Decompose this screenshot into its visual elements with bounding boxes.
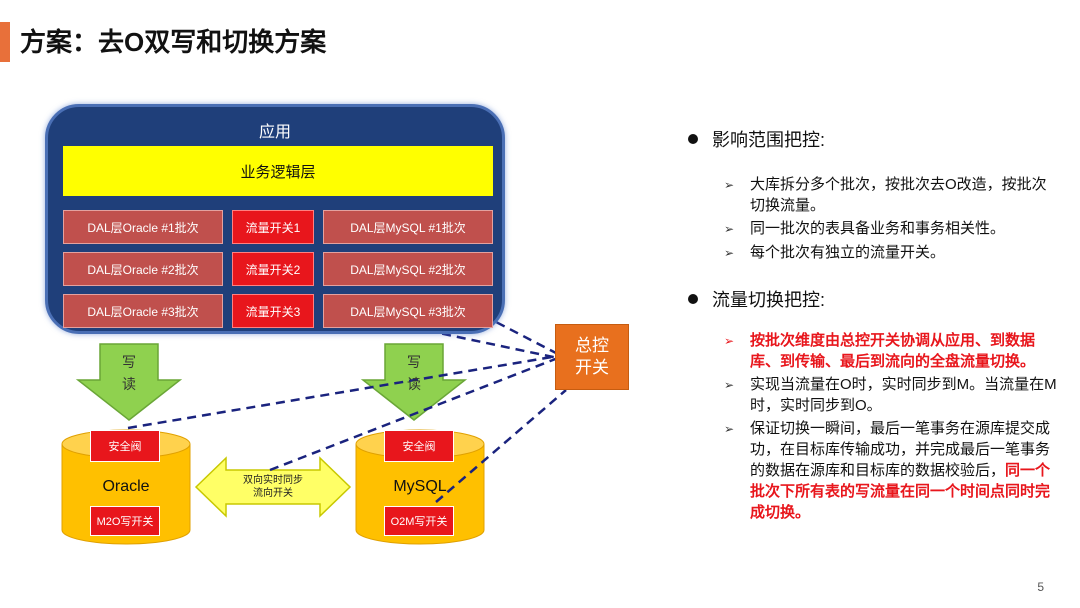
- dal-mysql-batch2: DAL层MySQL #2批次: [323, 252, 493, 286]
- control-line-sync: [269, 356, 559, 472]
- right-arrow-write-label: 写: [407, 354, 421, 370]
- bidirectional-sync-arrow: [194, 456, 352, 518]
- section2-heading: 流量切换把控:: [688, 286, 825, 312]
- dal-mysql-batch1: DAL层MySQL #1批次: [323, 210, 493, 244]
- section1-heading: 影响范围把控:: [688, 126, 825, 152]
- application-label: 应用: [258, 124, 291, 141]
- bullet-dot-icon: [688, 134, 698, 144]
- traffic-switch-2: 流量开关2: [232, 252, 314, 286]
- sync-label-line2: 流向开关: [253, 488, 293, 499]
- oracle-safety-valve: 安全阀: [90, 430, 160, 462]
- arrow-bullet-icon: ➢: [724, 222, 735, 236]
- list-item-text: 按批次维度由总控开关协调从应用、到数据库、到传输、最后到流向的全盘流量切换。: [750, 332, 1036, 370]
- title-accent-bar: [0, 22, 10, 62]
- list-item-text-emphasis: 同一个批次下所有表的写流量在同一个时间点同时完成切换。: [750, 462, 1051, 521]
- list-item: ➢ 每个批次有独立的流量开关。: [724, 242, 1060, 264]
- oracle-db-label: Oracle: [102, 478, 150, 495]
- list-item: ➢ 实现当流量在O时，实时同步到M。当流量在M时，实时同步到O。: [724, 374, 1060, 416]
- list-item-text: 同一批次的表具备业务和事务相关性。: [750, 220, 1006, 237]
- list-item-text: 保证切换一瞬间，最后一笔事务在源库提交成功，在目标库传输成功，并完成最后一笔事务…: [750, 418, 1060, 523]
- list-item: ➢ 按批次维度由总控开关协调从应用、到数据库、到传输、最后到流向的全盘流量切换。: [724, 330, 1060, 372]
- left-write-read-arrow: [75, 343, 183, 421]
- list-item-text: 实现当流量在O时，实时同步到M。当流量在M时，实时同步到O。: [750, 376, 1057, 414]
- list-item: ➢ 大库拆分多个批次，按批次去O改造，按批次切换流量。: [724, 174, 1060, 216]
- left-arrow-read-label: 读: [122, 376, 136, 392]
- dal-mysql-batch3: DAL层MySQL #3批次: [323, 294, 493, 328]
- bullet-dot-icon: [688, 294, 698, 304]
- list-item: ➢ 保证切换一瞬间，最后一笔事务在源库提交成功，在目标库传输成功，并完成最后一笔…: [724, 418, 1060, 523]
- dal-oracle-batch3: DAL层Oracle #3批次: [63, 294, 223, 328]
- right-arrow-read-label: 读: [407, 376, 421, 392]
- mysql-safety-valve: 安全阀: [384, 430, 454, 462]
- master-switch-line2: 开关: [575, 358, 609, 377]
- arrow-bullet-icon: ➢: [724, 246, 735, 260]
- traffic-switch-1: 流量开关1: [232, 210, 314, 244]
- section2-heading-text: 流量切换把控:: [712, 290, 826, 310]
- dal-oracle-batch2: DAL层Oracle #2批次: [63, 252, 223, 286]
- m2o-write-switch: M2O写开关: [90, 506, 160, 536]
- business-logic-layer: 业务逻辑层: [63, 146, 493, 196]
- master-switch-line1: 总控: [575, 336, 609, 355]
- page-number: 5: [1037, 580, 1044, 594]
- o2m-write-switch: O2M写开关: [384, 506, 454, 536]
- arrow-bullet-icon: ➢: [724, 334, 735, 348]
- list-item-text: 每个批次有独立的流量开关。: [750, 244, 946, 261]
- control-line-oracle: [127, 354, 559, 430]
- master-switch-box: 总控 开关: [555, 324, 629, 390]
- arrow-bullet-icon: ➢: [724, 422, 735, 436]
- list-item-text-plain: 保证切换一瞬间，最后一笔事务在源库提交成功，在目标库传输成功，并完成最后一笔事务…: [750, 420, 1051, 479]
- right-write-read-arrow: [360, 343, 468, 421]
- left-arrow-write-label: 写: [122, 354, 136, 370]
- mysql-db-label: MySQL: [393, 478, 447, 495]
- page-title: 方案：去O双写和切换方案: [20, 27, 327, 57]
- section1-list: ➢ 大库拆分多个批次，按批次去O改造，按批次切换流量。 ➢ 同一批次的表具备业务…: [724, 174, 1060, 266]
- list-item: ➢ 同一批次的表具备业务和事务相关性。: [724, 218, 1060, 240]
- section2-list: ➢ 按批次维度由总控开关协调从应用、到数据库、到传输、最后到流向的全盘流量切换。…: [724, 330, 1060, 525]
- traffic-switch-3: 流量开关3: [232, 294, 314, 328]
- arrow-bullet-icon: ➢: [724, 178, 735, 192]
- control-line-mysql: [435, 389, 567, 503]
- dal-oracle-batch1: DAL层Oracle #1批次: [63, 210, 223, 244]
- arrow-bullet-icon: ➢: [724, 378, 735, 392]
- sync-label-line1: 双向实时同步: [243, 475, 303, 486]
- section1-heading-text: 影响范围把控:: [712, 130, 826, 150]
- list-item-text: 大库拆分多个批次，按批次去O改造，按批次切换流量。: [750, 176, 1047, 214]
